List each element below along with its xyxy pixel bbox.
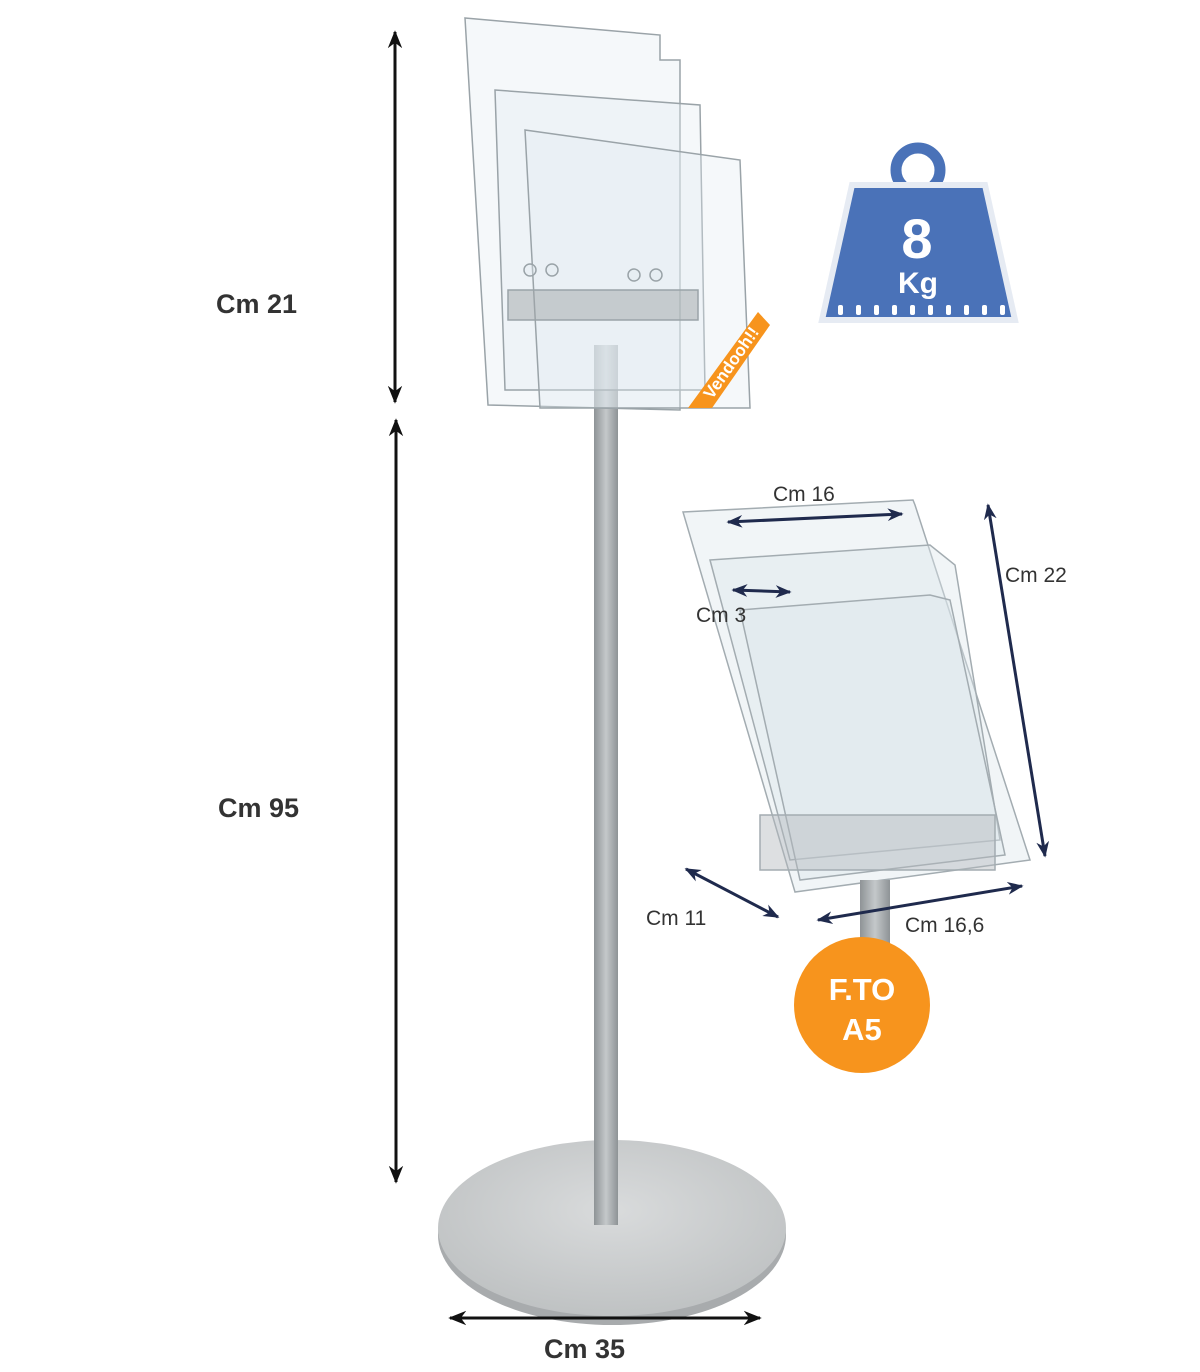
format-badge: F.TO A5 [794,937,930,1073]
format-line2: A5 [842,1012,882,1047]
label-pocket-depth: Cm 3 [696,604,746,627]
stand-pole [594,345,618,1225]
arrow-depth [684,867,780,919]
label-width-inner: Cm 16 [773,483,835,506]
weight-value: 8 [901,207,932,270]
format-line1: F.TO [829,972,896,1007]
brochure-holder-detail [682,499,1031,893]
weight-unit: Kg [898,267,938,300]
stand-base [438,1140,786,1325]
label-width-outer: Cm 16,6 [905,914,984,937]
arrow-width-inner [726,508,904,528]
label-depth: Cm 11 [646,907,706,930]
label-holder-height: Cm 21 [216,289,297,319]
brochure-holder-main [464,17,751,411]
weight-icon: 8 Kg [818,142,1019,323]
arrow-height [983,503,1050,858]
arrow-pocket-depth [731,584,792,598]
label-pole-height: Cm 95 [218,793,299,823]
arrow-width-outer [816,882,1024,924]
label-height: Cm 22 [1005,564,1067,587]
label-base-diameter: Cm 35 [544,1334,625,1364]
